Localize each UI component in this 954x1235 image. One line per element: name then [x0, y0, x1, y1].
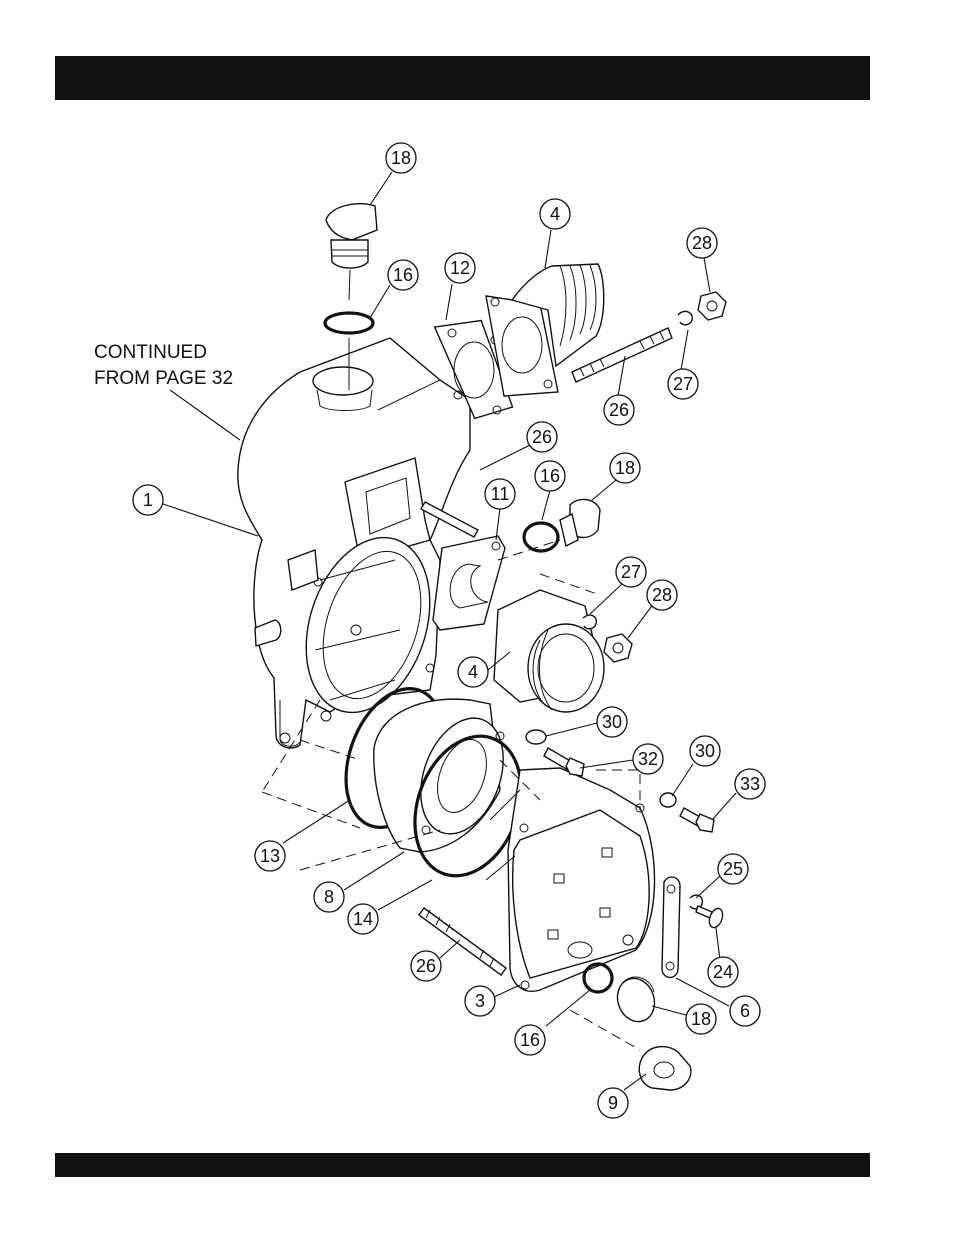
gasket-middle: [433, 536, 505, 630]
callout-bubble: 26: [604, 395, 634, 425]
hex-nut-top: [698, 292, 726, 320]
callout-bubble: 6: [730, 996, 760, 1026]
callout-bubble: 27: [616, 557, 646, 587]
svg-text:25: 25: [723, 859, 743, 879]
callout-bubble: 26: [411, 951, 441, 981]
callout-bubble: 18: [610, 453, 640, 483]
callout-bubble: 25: [718, 854, 748, 884]
cover-plate: [486, 768, 655, 991]
callout-bubble: 11: [485, 479, 515, 509]
svg-text:16: 16: [393, 265, 413, 285]
svg-text:32: 32: [638, 749, 658, 769]
callout-bubble: 8: [314, 882, 344, 912]
suction-flange-middle: [494, 590, 604, 712]
svg-text:3: 3: [475, 991, 485, 1011]
callout-bubble: 4: [540, 199, 570, 229]
callout-bubble: 30: [690, 736, 720, 766]
callout-bubble: 13: [255, 841, 285, 871]
callout-bubble: 3: [465, 986, 495, 1016]
svg-text:8: 8: [324, 887, 334, 907]
bolt-33-assembly: [660, 793, 714, 832]
callout-bubble: 16: [515, 1025, 545, 1055]
svg-text:11: 11: [491, 484, 510, 504]
callout-bubble: 16: [535, 461, 565, 491]
svg-text:1: 1: [143, 490, 153, 510]
svg-text:26: 26: [416, 956, 436, 976]
wear-plate: [374, 699, 518, 852]
svg-text:16: 16: [540, 466, 560, 486]
svg-text:6: 6: [740, 1001, 750, 1021]
clamp-bar: [662, 877, 680, 977]
pump-casing: [238, 338, 470, 748]
callout-bubble: 4: [458, 657, 488, 687]
svg-text:4: 4: [468, 662, 478, 682]
callout-bubble: 12: [445, 253, 475, 283]
svg-text:30: 30: [695, 741, 715, 761]
callout-bubble: 28: [647, 580, 677, 610]
callout-bubble: 24: [708, 957, 738, 987]
callout-bubble: 9: [598, 1088, 628, 1118]
callout-bubble: 30: [597, 707, 627, 737]
svg-text:16: 16: [520, 1030, 540, 1050]
svg-text:26: 26: [609, 400, 629, 420]
svg-text:18: 18: [615, 458, 635, 478]
svg-text:30: 30: [602, 712, 622, 732]
note-line-1: CONTINUED: [94, 342, 207, 363]
svg-text:14: 14: [353, 909, 373, 929]
machine-screw: [696, 906, 725, 929]
impeller: [639, 1047, 691, 1090]
lockwasher-middle: [583, 615, 596, 629]
part-drawings: [238, 204, 726, 1090]
svg-text:26: 26: [532, 427, 552, 447]
svg-text:9: 9: [608, 1093, 618, 1113]
svg-text:13: 13: [260, 846, 280, 866]
svg-text:33: 33: [740, 774, 760, 794]
callout-bubble: 33: [735, 769, 765, 799]
hex-nut-middle: [604, 634, 632, 662]
leader-lines: [163, 172, 736, 1090]
callout-bubble: 18: [686, 1004, 716, 1034]
svg-text:24: 24: [713, 962, 733, 982]
note-line-2: FROM PAGE 32: [94, 368, 233, 389]
o-ring-top: [325, 313, 373, 333]
svg-text:28: 28: [692, 233, 712, 253]
callout-bubble: 18: [386, 143, 416, 173]
o-ring-bottom: [584, 964, 612, 992]
o-ring-middle: [524, 523, 558, 551]
svg-text:18: 18: [691, 1009, 711, 1029]
callout-bubble: 28: [687, 228, 717, 258]
callout-bubble: 14: [348, 904, 378, 934]
lockwasher-top: [678, 311, 692, 324]
callout-bubble: 26: [527, 422, 557, 452]
svg-text:27: 27: [621, 562, 641, 582]
continued-note: CONTINUED FROM PAGE 32: [94, 342, 233, 389]
svg-text:12: 12: [450, 258, 470, 278]
drain-plug-bottom: [612, 973, 661, 1027]
callout-bubble: 27: [668, 369, 698, 399]
svg-text:18: 18: [391, 148, 411, 168]
drain-plug-middle: [560, 499, 600, 546]
callout-bubble: 32: [633, 744, 663, 774]
svg-text:28: 28: [652, 585, 672, 605]
callout-bubble: 1: [133, 485, 163, 515]
svg-text:4: 4: [550, 204, 560, 224]
callout-bubble: 16: [388, 260, 418, 290]
svg-text:27: 27: [673, 374, 693, 394]
